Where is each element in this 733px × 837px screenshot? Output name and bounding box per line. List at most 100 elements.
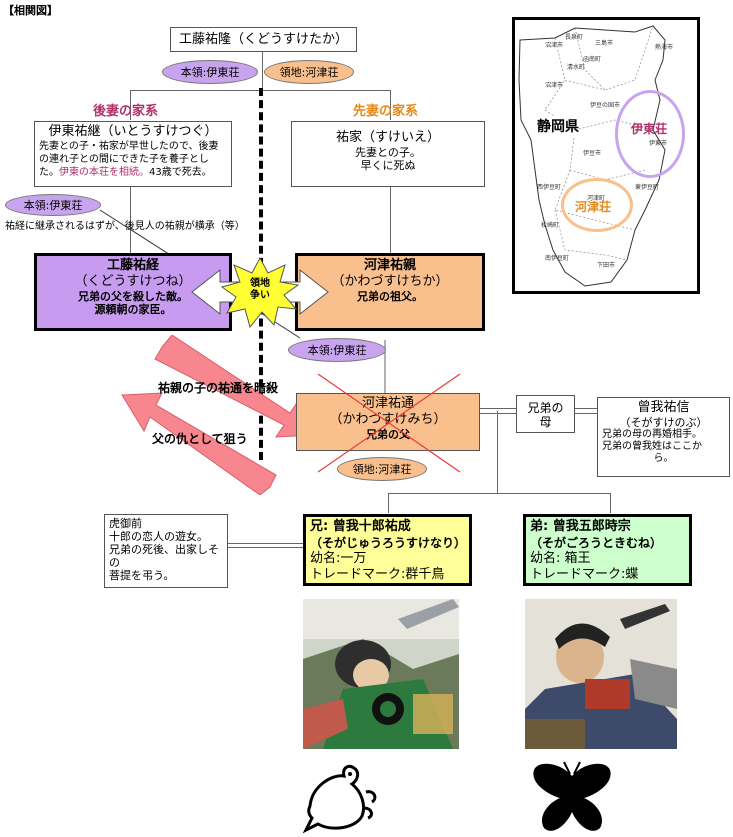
- sukenobu-reading: （そがすけのぶ）: [619, 416, 708, 429]
- sukenobu-desc-line: 兄弟の曾我姓はここか: [602, 441, 702, 452]
- toragozen-line: 菩提を弔う。: [109, 569, 175, 582]
- map-place: 三島市: [595, 40, 614, 47]
- starburst-line: 争い: [250, 290, 270, 301]
- person-box-elder-brother: 兄: 曾我十郎祐成 （そがじゅうろうすけなり） 幼名:一万 トレードマーク:群千…: [303, 514, 472, 586]
- elder-trademark: トレードマーク:群千鳥: [310, 567, 445, 582]
- marriage-line: [480, 413, 516, 414]
- person-box-toragozen: 虎御前 十郎の恋人の遊女。 兄弟の死後、出家しそ の 菩提を弔う。: [104, 514, 228, 588]
- map-place: 熱海市: [655, 44, 674, 51]
- map-place: 松崎町: [541, 222, 560, 229]
- sukeshige-desc-line: た。: [39, 167, 59, 178]
- butterfly-icon: [533, 761, 611, 831]
- younger-reading: （そがごろうときむね）: [530, 536, 663, 550]
- marriage-line: [480, 408, 516, 409]
- suketsune-name: 工藤祐経: [106, 258, 159, 273]
- sukeshige-desc-line: の連れ子との間にできた子を養子とし: [39, 154, 209, 165]
- sukechika-desc: 兄弟の祖父。: [357, 290, 423, 303]
- sukeie-desc-line: 早くに死ぬ: [360, 159, 416, 172]
- person-box-sukekata: 工藤祐隆（くどうすけたか）: [170, 27, 357, 52]
- map-place: 下田市: [597, 262, 616, 269]
- oval-ryochi-kawazu: 領地:河津荘: [264, 60, 354, 84]
- oval-honryo-ito-small: 本領:伊東荘: [5, 194, 101, 216]
- sukeshige-desc-line: 先妻との子・祐家が早世したので、後妻: [39, 141, 219, 152]
- connector-line: [262, 52, 263, 92]
- person-box-sukeshige: 伊東祐継（いとうすけつぐ） 先妻との子・祐家が早世したので、後妻 の連れ子との間…: [34, 121, 232, 187]
- chidori-plover-icon: [302, 764, 377, 834]
- first-wife-family-label: 先妻の家系: [353, 104, 419, 119]
- toragozen-line: 兄弟の死後、出家しそ: [109, 543, 219, 556]
- connector-line: [388, 493, 389, 513]
- map-ito-circle: [615, 90, 685, 178]
- arrow-revenge: [121, 392, 277, 495]
- sukemichi-reading: （かわづすけみち）: [329, 412, 447, 427]
- suketsune-desc-line: 兄弟の父を殺した敵。: [78, 290, 188, 303]
- person-box-younger-brother: 弟: 曾我五郎時宗 （そがごろうときむね） 幼名: 箱王 トレードマーク:蝶: [523, 514, 692, 586]
- portrait-elder-brother: [303, 599, 459, 749]
- connector-line: [497, 411, 498, 493]
- sukeshige-name: 伊東祐継（いとうすけつぐ）: [48, 124, 218, 139]
- oval-ryochi-kawazu-lower: 領地:河津荘: [337, 457, 427, 481]
- map-place: 東伊豆町: [635, 184, 660, 191]
- sukenobu-desc-line: 兄弟の母の再婚相手。: [602, 429, 702, 440]
- portrait-younger-brother: [525, 599, 677, 749]
- deceased-cross: [317, 373, 461, 473]
- map-place: 沼津市: [545, 42, 564, 49]
- dispute-starburst: [220, 256, 300, 329]
- territory-dispute-graphic: [191, 256, 329, 329]
- arrow-text-revenge: 父の仇として狙う: [152, 432, 248, 446]
- map-izu-peninsula: 沼津市 長泉町 三島市 函南町 熱海市 清水町 伊豆の国市 伊豆市 伊東市 沼津…: [512, 17, 700, 294]
- sukemichi-name: 河津祐通: [361, 396, 414, 411]
- person-box-sukenobu: 曾我祐信 （そがすけのぶ） 兄弟の母の再婚相手。 兄弟の曾我姓はここか ら。: [597, 397, 730, 477]
- marriage-line: [575, 413, 597, 414]
- elder-reading: （そがじゅうろうすけなり）: [310, 536, 467, 550]
- map-label-kawazu: 河津荘: [575, 200, 612, 214]
- toragozen-line: の: [109, 556, 120, 569]
- starburst-text: 領地 争い: [244, 278, 276, 302]
- sukeie-name: 祐家（すけいえ）: [335, 130, 440, 145]
- toragozen-line: 虎御前: [109, 517, 142, 530]
- mother-text: 兄弟の: [527, 401, 564, 415]
- map-place: 清水町: [567, 64, 586, 71]
- suketsune-reading: （くどうすけつね）: [74, 274, 192, 289]
- oval-honryo-ito: 本領:伊東荘: [162, 60, 258, 84]
- person-box-mother: 兄弟の 母: [516, 395, 575, 433]
- map-place: 函南町: [583, 56, 602, 63]
- elder-name: 兄: 曾我十郎祐成: [310, 519, 411, 534]
- relation-line: [228, 547, 303, 548]
- sukeshige-desc-tail: 43歳で死去。: [149, 167, 212, 178]
- suketsune-desc-line: 源頼朝の家臣。: [94, 303, 172, 316]
- toragozen-line: 十郎の恋人の遊女。: [109, 530, 208, 543]
- connector-line: [390, 90, 391, 120]
- connector-line: [610, 493, 611, 513]
- map-outline: [518, 25, 666, 287]
- sukeshige-desc-highlight: 伊東の本荘を相続。: [59, 167, 149, 178]
- person-box-sukeie: 祐家（すけいえ） 先妻との子。 早くに死ぬ: [291, 121, 485, 187]
- second-wife-family-label: 後妻の家系: [93, 104, 159, 119]
- sukenobu-desc-line: ら。: [653, 453, 674, 464]
- map-place: 伊豆の国市: [590, 102, 621, 109]
- map-kawazu-circle: [561, 178, 633, 232]
- sukechika-reading: （かわづすけちか）: [331, 274, 449, 289]
- map-place: 沼津市: [545, 82, 564, 89]
- map-place: 伊豆市: [583, 150, 602, 157]
- connector-line: [388, 493, 610, 494]
- oval-honryo-ito-mid: 本領:伊東荘: [288, 338, 386, 362]
- connector-line: [390, 187, 391, 253]
- map-place: 西伊豆町: [537, 184, 562, 191]
- elder-childhood: 幼名:一万: [310, 551, 367, 566]
- diagram-heading: 【相関図】: [3, 4, 58, 17]
- marriage-line: [575, 408, 597, 409]
- pink-arrows: [121, 335, 315, 495]
- map-place: 長泉町: [565, 34, 584, 41]
- connector-line: [130, 187, 131, 253]
- sukechika-name: 河津祐親: [363, 258, 416, 273]
- mother-text: 母: [539, 415, 552, 429]
- sukeie-desc-line: 先妻との子。: [355, 146, 421, 159]
- relation-line: [228, 543, 303, 544]
- map-label-ito: 伊東荘: [631, 122, 668, 136]
- younger-trademark: トレードマーク:蝶: [530, 567, 639, 582]
- younger-name: 弟: 曾我五郎時宗: [530, 519, 631, 534]
- sukenobu-name: 曾我祐信: [637, 400, 690, 415]
- arrow-text-assassinate: 祐親の子の祐通を暗殺: [158, 381, 279, 395]
